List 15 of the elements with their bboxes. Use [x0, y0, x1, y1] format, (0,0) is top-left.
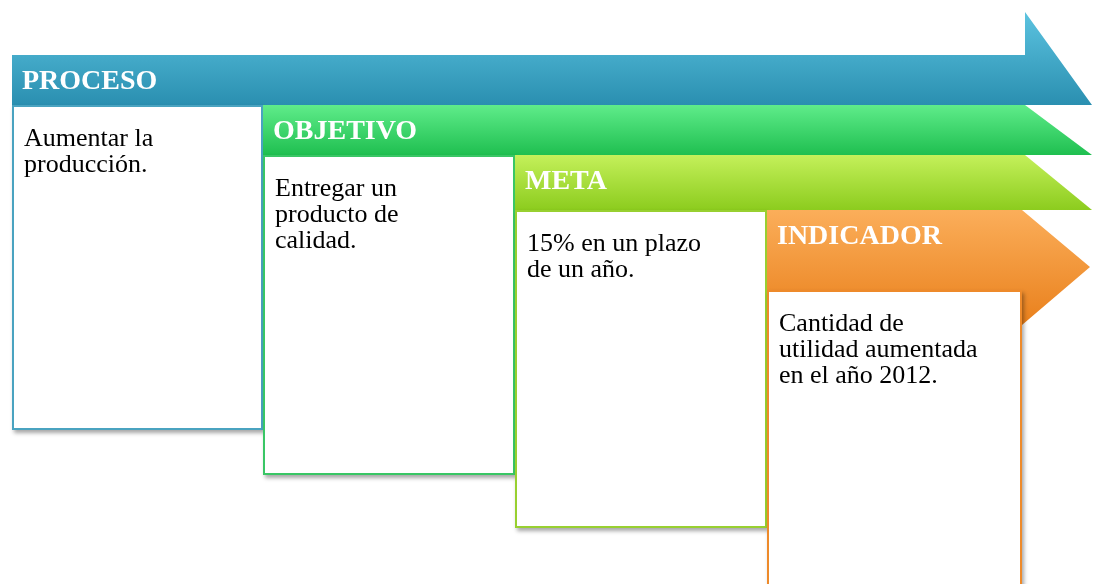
- heading-text: OBJETIVO: [273, 114, 418, 146]
- arrow-band: [12, 12, 1094, 105]
- body-text: Entregar un producto de calidad.: [275, 173, 399, 254]
- text-panel: [263, 155, 515, 475]
- text-panel: [12, 105, 263, 430]
- arrow-band: [515, 155, 1094, 210]
- body-text: Cantidad de utilidad aumentada en el año 2012.: [779, 308, 978, 389]
- heading-text: PROCESO: [22, 64, 158, 96]
- heading-text: INDICADOR: [777, 219, 942, 251]
- body-text: Aumentar la producción.: [24, 123, 154, 178]
- arrow-band: [263, 105, 1094, 155]
- heading-text: META: [525, 164, 607, 196]
- body-text: 15% en un plazo de un año.: [527, 228, 701, 283]
- text-panel: [515, 210, 767, 528]
- text-panel: [767, 290, 1022, 584]
